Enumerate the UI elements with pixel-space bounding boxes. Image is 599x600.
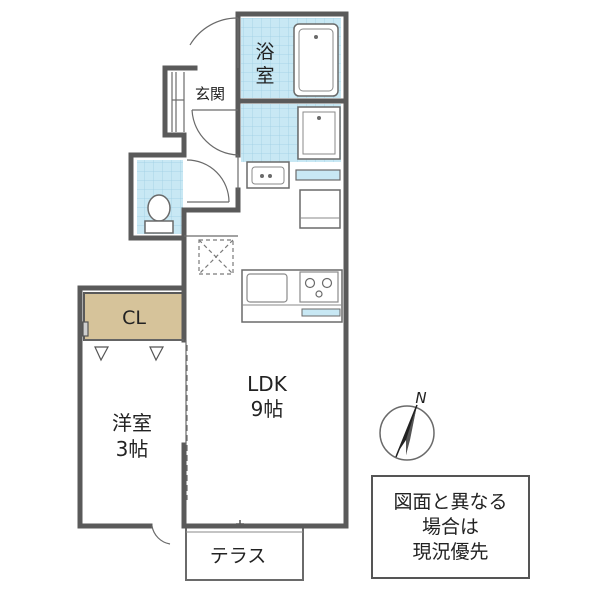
bath-label-1: 浴 — [255, 41, 274, 63]
entrance-label: 玄関 — [195, 85, 225, 103]
compass-north-label: N — [415, 389, 426, 407]
washer-drain — [317, 116, 321, 120]
north-compass-icon — [379, 404, 435, 461]
range-hood-strip — [301, 308, 341, 317]
washer-pan — [297, 106, 341, 160]
doors — [151, 17, 239, 545]
faucet-icon-2 — [268, 174, 272, 178]
toilet-tank — [144, 220, 174, 234]
faucet-icon — [260, 174, 264, 178]
closet-door-markers — [82, 321, 165, 362]
notice-box: 図面と異なる 場合は 現況優先 — [371, 475, 530, 579]
bathtub — [293, 23, 339, 97]
ldk-size-label: 9帖 — [251, 397, 284, 421]
notice-line-3: 現況優先 — [412, 540, 489, 563]
western-room-label: 洋室 — [112, 411, 152, 435]
bathtub-inner — [298, 28, 334, 92]
toilet-bowl — [147, 194, 171, 222]
washer-pan-inner — [302, 111, 336, 155]
bath-label-2: 室 — [255, 65, 274, 87]
thin-lines — [84, 72, 239, 500]
burner-icon-2 — [321, 277, 333, 289]
notice-line-2: 場合は — [421, 515, 479, 538]
western-room-size-label: 3帖 — [116, 437, 149, 461]
stove — [299, 271, 339, 303]
notice-line-1: 図面と異なる — [393, 490, 508, 513]
refrigerator — [299, 189, 341, 229]
bath-drain — [314, 35, 318, 39]
closet-label: CL — [122, 307, 146, 329]
terrace-area — [185, 526, 304, 581]
wash-basin-bowl — [251, 166, 285, 185]
kitchen-sink — [246, 273, 288, 303]
shelf — [295, 169, 341, 181]
ldk-label: LDK — [247, 372, 288, 396]
terrace-label: テラス — [210, 545, 267, 567]
vent-dashed — [198, 239, 234, 275]
walls — [77, 11, 349, 529]
vent-x2 — [198, 239, 234, 275]
burner-icon-1 — [304, 277, 316, 289]
burner-icon-3 — [315, 290, 323, 298]
